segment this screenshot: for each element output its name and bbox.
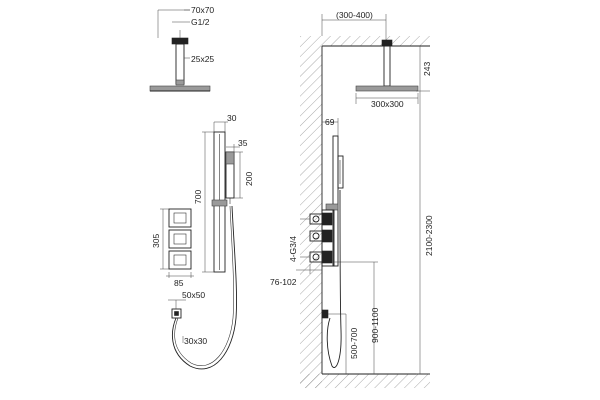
rail-length-dimension: 700 (193, 131, 214, 273)
rail-width-label: 30 (227, 113, 237, 123)
ceiling-flange (171, 30, 189, 45)
front-view: 70x70 G1/2 25x25 30 (149, 5, 254, 370)
arm-drop-dimension: 243 (416, 46, 432, 92)
shower-arm: 25x25 (175, 43, 214, 86)
ceiling-arm (381, 39, 393, 87)
valve-knob-middle (309, 229, 333, 243)
wall-outlet: 50x50 (168, 290, 205, 319)
handshower-offset-dimension: 35 (226, 138, 248, 152)
overhead-head (355, 85, 419, 92)
valve-height-label: 305 (151, 234, 161, 248)
hose-connector-label: 30x30 (184, 336, 207, 346)
side-outlet (321, 189, 346, 368)
overhead-height-label: 2100-2300 (424, 215, 434, 256)
head-size-dimension: 300x300 (355, 93, 419, 109)
wall (300, 36, 323, 388)
handshower-offset-label: 35 (238, 138, 248, 148)
rail-depth-dimension: 69 (322, 117, 339, 136)
arm-drop-label: 243 (422, 62, 432, 76)
valve-height-dimension: 305 (151, 208, 169, 270)
head-size-label: 300x300 (371, 99, 404, 109)
rail-width-dimension: 30 (213, 113, 237, 132)
shower-hose (171, 205, 237, 370)
outlet-height-label: 500-700 (349, 328, 359, 359)
shower-head (149, 85, 211, 92)
flange-dimension: 70x70 (157, 5, 214, 38)
rail-length-label: 700 (193, 190, 203, 204)
slide-rail (211, 131, 228, 273)
valve-knob-bottom (309, 250, 333, 264)
side-rail (325, 135, 344, 267)
floor (300, 373, 430, 388)
outlet-size-label: 50x50 (182, 290, 205, 300)
handshower-height-dimension: 200 (234, 151, 254, 199)
arm-size-label: 25x25 (191, 54, 214, 64)
wall-depth-dimension: 76-102 (270, 264, 322, 287)
handshower-height-label: 200 (244, 172, 254, 186)
wall-depth-label: 76-102 (270, 277, 297, 287)
rail-depth-label: 69 (325, 117, 335, 127)
ceiling-offset-dimension: (300-400) (321, 10, 387, 40)
valve-height-side-dimension: 900-1100 (334, 261, 380, 374)
valve-height-side-label: 900-1100 (370, 307, 380, 343)
valve-width-label: 85 (174, 278, 184, 288)
thread-label: G1/2 (191, 17, 210, 27)
thermostatic-valve (168, 208, 192, 270)
outlet-height-dimension: 500-700 (345, 314, 359, 374)
thread-dimension: G1/2 (172, 17, 210, 27)
side-valve (309, 209, 335, 267)
connection-dimension: 4-G3/4 (288, 218, 310, 262)
side-view: (300-400) 243 300x300 2100-2300 (270, 10, 434, 388)
hand-shower (225, 151, 235, 204)
valve-width-dimension: 85 (166, 272, 194, 288)
connection-label: 4-G3/4 (288, 236, 298, 262)
overhead-height-dimension: 2100-2300 (416, 91, 434, 375)
ceiling (322, 36, 430, 47)
ceiling-offset-label: (300-400) (336, 10, 373, 20)
hose-connector-dimension: 30x30 (182, 336, 207, 346)
flange-size-label: 70x70 (191, 5, 214, 15)
